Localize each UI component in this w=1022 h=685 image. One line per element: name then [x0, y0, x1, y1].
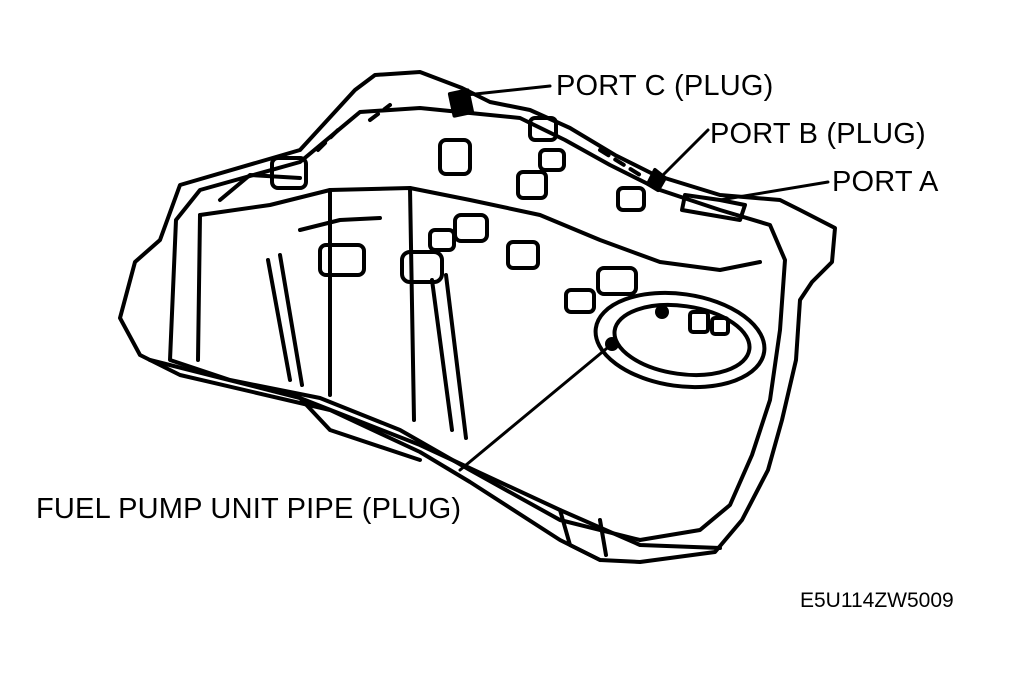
leader-port-c	[464, 84, 552, 97]
port-c-label: PORT C (PLUG)	[556, 70, 774, 102]
fuel-pump-unit-pipe-label: FUEL PUMP UNIT PIPE (PLUG)	[36, 493, 462, 525]
leader-port-b	[658, 128, 710, 180]
tank-top-panel	[198, 186, 762, 272]
fuel-pump-unit	[593, 290, 767, 390]
port-a-label: PORT A	[832, 166, 939, 198]
port-b-label: PORT B (PLUG)	[710, 118, 926, 150]
tank-bottom-edge	[148, 358, 722, 550]
leader-fuel-pump	[458, 342, 614, 472]
figure-code: E5U114ZW5009	[800, 589, 954, 612]
tank-body-outline	[168, 106, 787, 542]
tank-rib	[266, 258, 292, 382]
tank-flange	[118, 70, 837, 564]
port-c-plug	[447, 88, 475, 118]
leader-port-a	[718, 180, 830, 202]
